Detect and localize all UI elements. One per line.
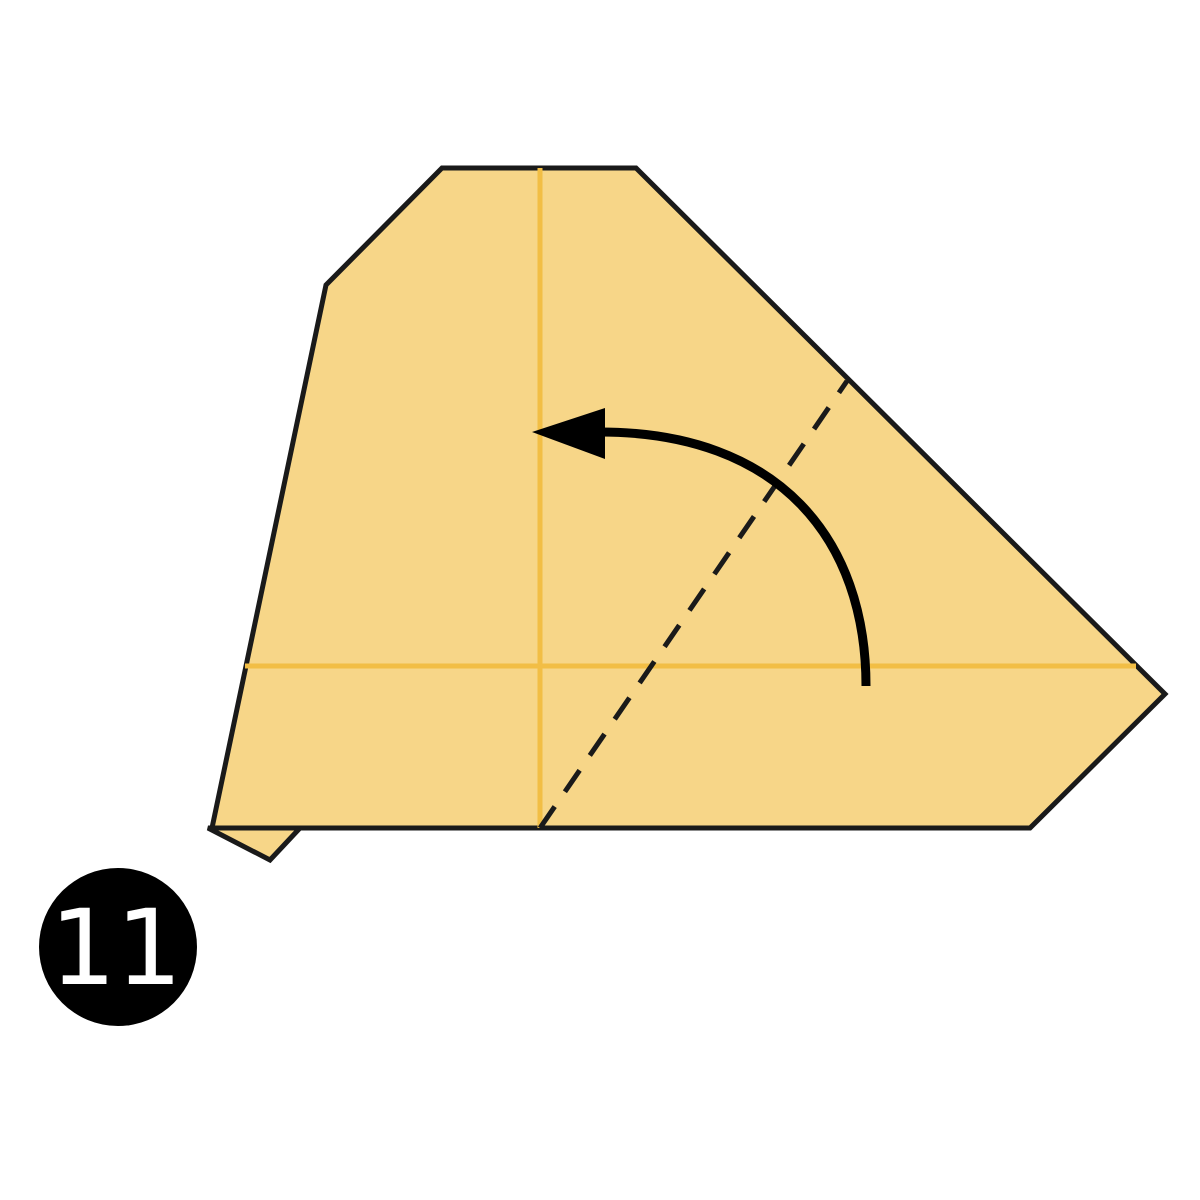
step-badge-circle xyxy=(39,868,197,1026)
curved-arrow-icon xyxy=(532,408,605,459)
fold-arrow-curve xyxy=(599,427,871,687)
step-number-badge: 11 xyxy=(39,868,197,1026)
valley-fold-dashed-line xyxy=(537,379,850,830)
paper-shape xyxy=(208,165,1169,831)
bottom-flap xyxy=(206,825,306,864)
step-number: 11 xyxy=(50,887,182,1009)
